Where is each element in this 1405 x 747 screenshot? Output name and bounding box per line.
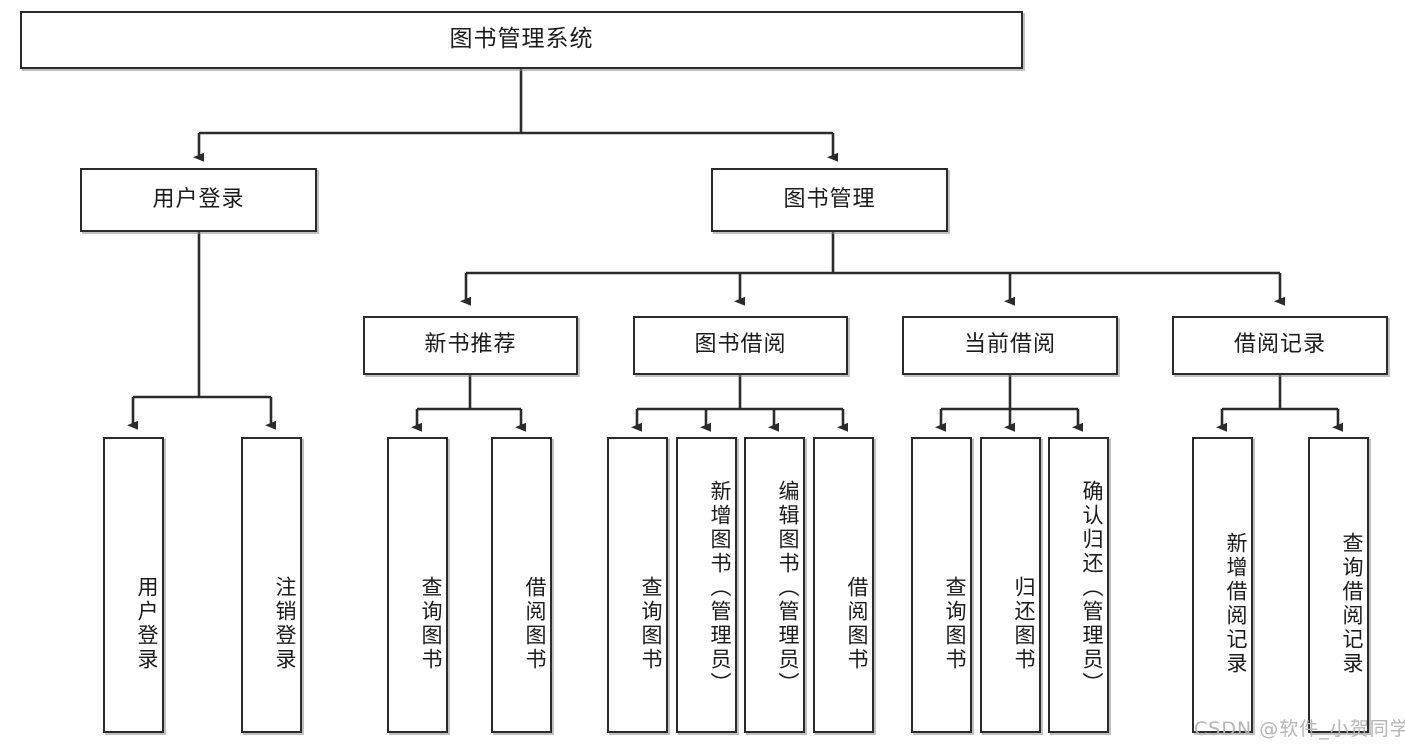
leaf-confirm-return-label: 确认归还（管理员） bbox=[1080, 480, 1104, 696]
leaf-logout[interactable]: 注销登录 bbox=[241, 437, 302, 733]
leaf-logout-label: 注销登录 bbox=[273, 576, 297, 672]
leaf-query-book-3[interactable]: 查询图书 bbox=[911, 437, 972, 733]
node-book-manage-label: 图书管理 bbox=[783, 186, 876, 212]
node-borrow-record-label: 借阅记录 bbox=[1233, 332, 1326, 358]
leaf-return-book[interactable]: 归还图书 bbox=[980, 437, 1041, 733]
leaf-add-record[interactable]: 新增借阅记录 bbox=[1192, 437, 1253, 733]
node-borrow-record[interactable]: 借阅记录 bbox=[1172, 316, 1388, 375]
watermark-text: CSDN @软件_小贺同学 bbox=[1194, 718, 1405, 740]
leaf-borrow-book-2[interactable]: 借阅图书 bbox=[813, 437, 874, 733]
leaf-query-book-2[interactable]: 查询图书 bbox=[607, 437, 668, 733]
leaf-edit-book-label: 编辑图书（管理员） bbox=[776, 480, 800, 696]
leaf-add-book[interactable]: 新增图书（管理员） bbox=[676, 437, 737, 733]
leaf-user-login[interactable]: 用户登录 bbox=[103, 437, 164, 733]
leaf-borrow-book-1[interactable]: 借阅图书 bbox=[491, 437, 552, 733]
node-current-borrow[interactable]: 当前借阅 bbox=[902, 316, 1118, 375]
node-book-manage[interactable]: 图书管理 bbox=[711, 168, 948, 232]
node-user-login[interactable]: 用户登录 bbox=[80, 168, 317, 232]
leaf-return-book-label: 归还图书 bbox=[1012, 576, 1036, 672]
leaf-query-book-1[interactable]: 查询图书 bbox=[387, 437, 448, 733]
leaf-user-login-label: 用户登录 bbox=[135, 576, 159, 672]
leaf-add-book-label: 新增图书（管理员） bbox=[708, 480, 732, 696]
leaf-query-book-3-label: 查询图书 bbox=[943, 576, 967, 672]
watermark: CSDN @软件_小贺同学 bbox=[1194, 714, 1405, 741]
leaf-borrow-book-1-label: 借阅图书 bbox=[523, 576, 547, 672]
node-root-label: 图书管理系统 bbox=[449, 26, 594, 53]
node-book-borrow[interactable]: 图书借阅 bbox=[633, 316, 848, 375]
node-root[interactable]: 图书管理系统 bbox=[20, 11, 1023, 69]
node-user-login-label: 用户登录 bbox=[152, 186, 245, 212]
leaf-query-book-1-label: 查询图书 bbox=[419, 576, 443, 672]
leaf-edit-book[interactable]: 编辑图书（管理员） bbox=[744, 437, 805, 733]
node-new-book-recommend[interactable]: 新书推荐 bbox=[363, 316, 578, 375]
leaf-query-record[interactable]: 查询借阅记录 bbox=[1308, 437, 1369, 733]
node-current-borrow-label: 当前借阅 bbox=[963, 332, 1056, 358]
leaf-confirm-return[interactable]: 确认归还（管理员） bbox=[1048, 437, 1109, 733]
node-book-borrow-label: 图书借阅 bbox=[694, 332, 787, 358]
node-new-book-recommend-label: 新书推荐 bbox=[424, 332, 517, 358]
leaf-borrow-book-2-label: 借阅图书 bbox=[845, 576, 869, 672]
leaf-query-book-2-label: 查询图书 bbox=[639, 576, 663, 672]
leaf-add-record-label: 新增借阅记录 bbox=[1224, 532, 1248, 676]
leaf-query-record-label: 查询借阅记录 bbox=[1340, 532, 1364, 676]
